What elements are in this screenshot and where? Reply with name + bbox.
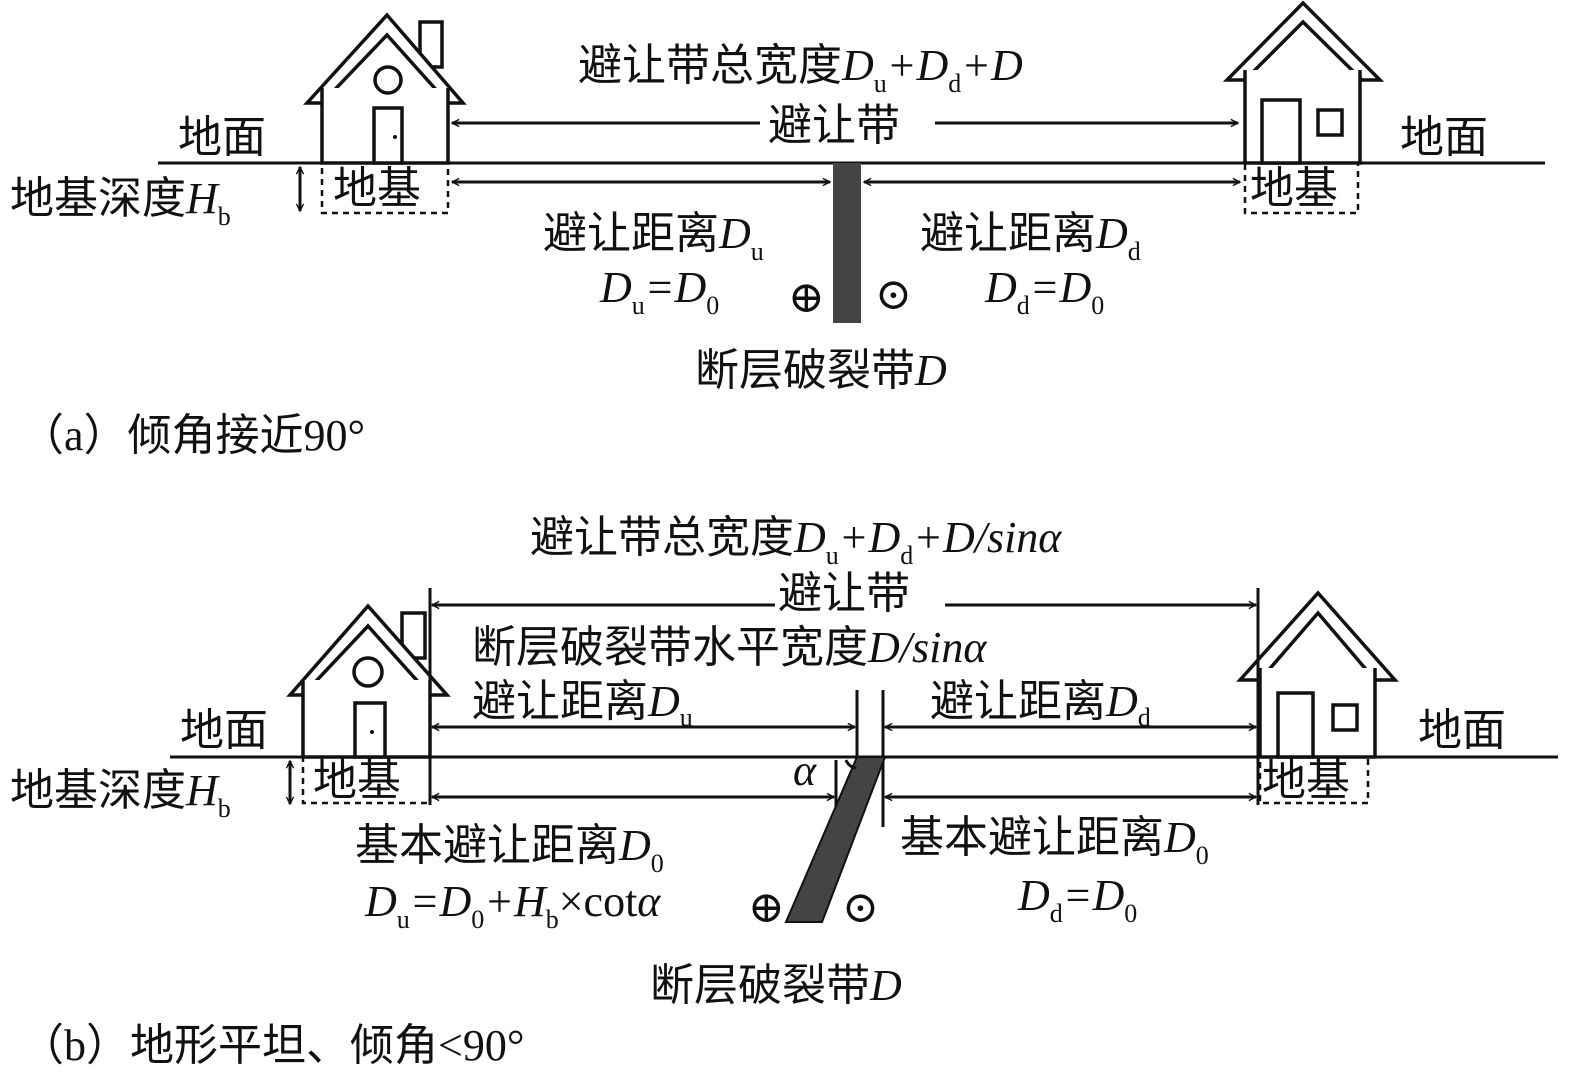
foundation-left-label: 地基 <box>313 756 401 805</box>
panel-a: 避让带总宽度Du+Dd+D 避让带 地面 地面 地基深度Hb 地基 地基 避让距… <box>10 0 1545 460</box>
eq-u-label: Du=D0 <box>599 263 719 320</box>
caption-a: （a）倾角接近90° <box>20 411 365 460</box>
base-dist-left-label: 基本避让距离D0 <box>355 821 664 878</box>
total-width-label: 避让带总宽度Du+Dd+D/sinα <box>530 513 1062 570</box>
zone-label: 避让带 <box>778 569 910 618</box>
eq-d-label: Dd=D0 <box>1017 871 1137 928</box>
foundation-left-label: 地基 <box>333 164 421 213</box>
house-right-icon <box>1236 590 1399 759</box>
base-dist-right-label: 基本避让距离D0 <box>900 813 1209 870</box>
dist-d-label: 避让距离Dd <box>920 209 1141 266</box>
ground-right-label: 地面 <box>1418 706 1506 755</box>
fault-zone <box>833 163 861 323</box>
dist-u-label: 避让距离Du <box>472 677 693 732</box>
foundation-depth-label: 地基深度Hb <box>10 174 231 231</box>
fault-zone-label: 断层破裂带D <box>695 346 947 395</box>
foundation-right-box <box>1243 161 1360 215</box>
total-width-label: 避让带总宽度Du+Dd+D <box>578 41 1023 98</box>
dist-u-label: 避让距离Du <box>543 209 764 266</box>
out-of-page-icon: ⊙ <box>875 270 912 319</box>
house-right-icon <box>1222 0 1385 165</box>
ground-left-label: 地面 <box>178 113 266 162</box>
out-of-page-icon: ⊙ <box>842 883 879 932</box>
zone-label: 避让带 <box>768 101 900 150</box>
foundation-right-label: 地基 <box>1262 756 1350 805</box>
fault-zone <box>784 756 887 923</box>
panel-b: 避让带总宽度Du+Dd+D/sinα 避让带 断层破裂带水平宽度D/sinα 避… <box>10 513 1558 1070</box>
into-page-icon: ⊕ <box>748 883 785 932</box>
into-page-icon: ⊕ <box>788 273 825 322</box>
foundation-depth-label: 地基深度Hb <box>10 766 231 823</box>
dip-angle-label: α <box>793 746 817 795</box>
fault-zone-label: 断层破裂带D <box>650 961 902 1010</box>
eq-u-label: Du=D0+Hb×cotα <box>364 877 661 934</box>
house-left-icon <box>286 603 451 759</box>
dip-angle-arc <box>844 759 857 770</box>
foundation-right-label: 地基 <box>1250 164 1338 213</box>
ground-left-label: 地面 <box>180 706 268 755</box>
ground-right-label: 地面 <box>1400 113 1488 162</box>
fault-horizontal-width-label: 断层破裂带水平宽度D/sinα <box>472 623 987 672</box>
caption-b: （b）地形平坦、倾角<90° <box>20 1021 524 1070</box>
foundation-left-box <box>301 755 432 805</box>
dist-d-label: 避让距离Dd <box>930 677 1151 732</box>
eq-d-label: Dd=D0 <box>984 263 1104 320</box>
house-left-icon <box>303 12 467 165</box>
